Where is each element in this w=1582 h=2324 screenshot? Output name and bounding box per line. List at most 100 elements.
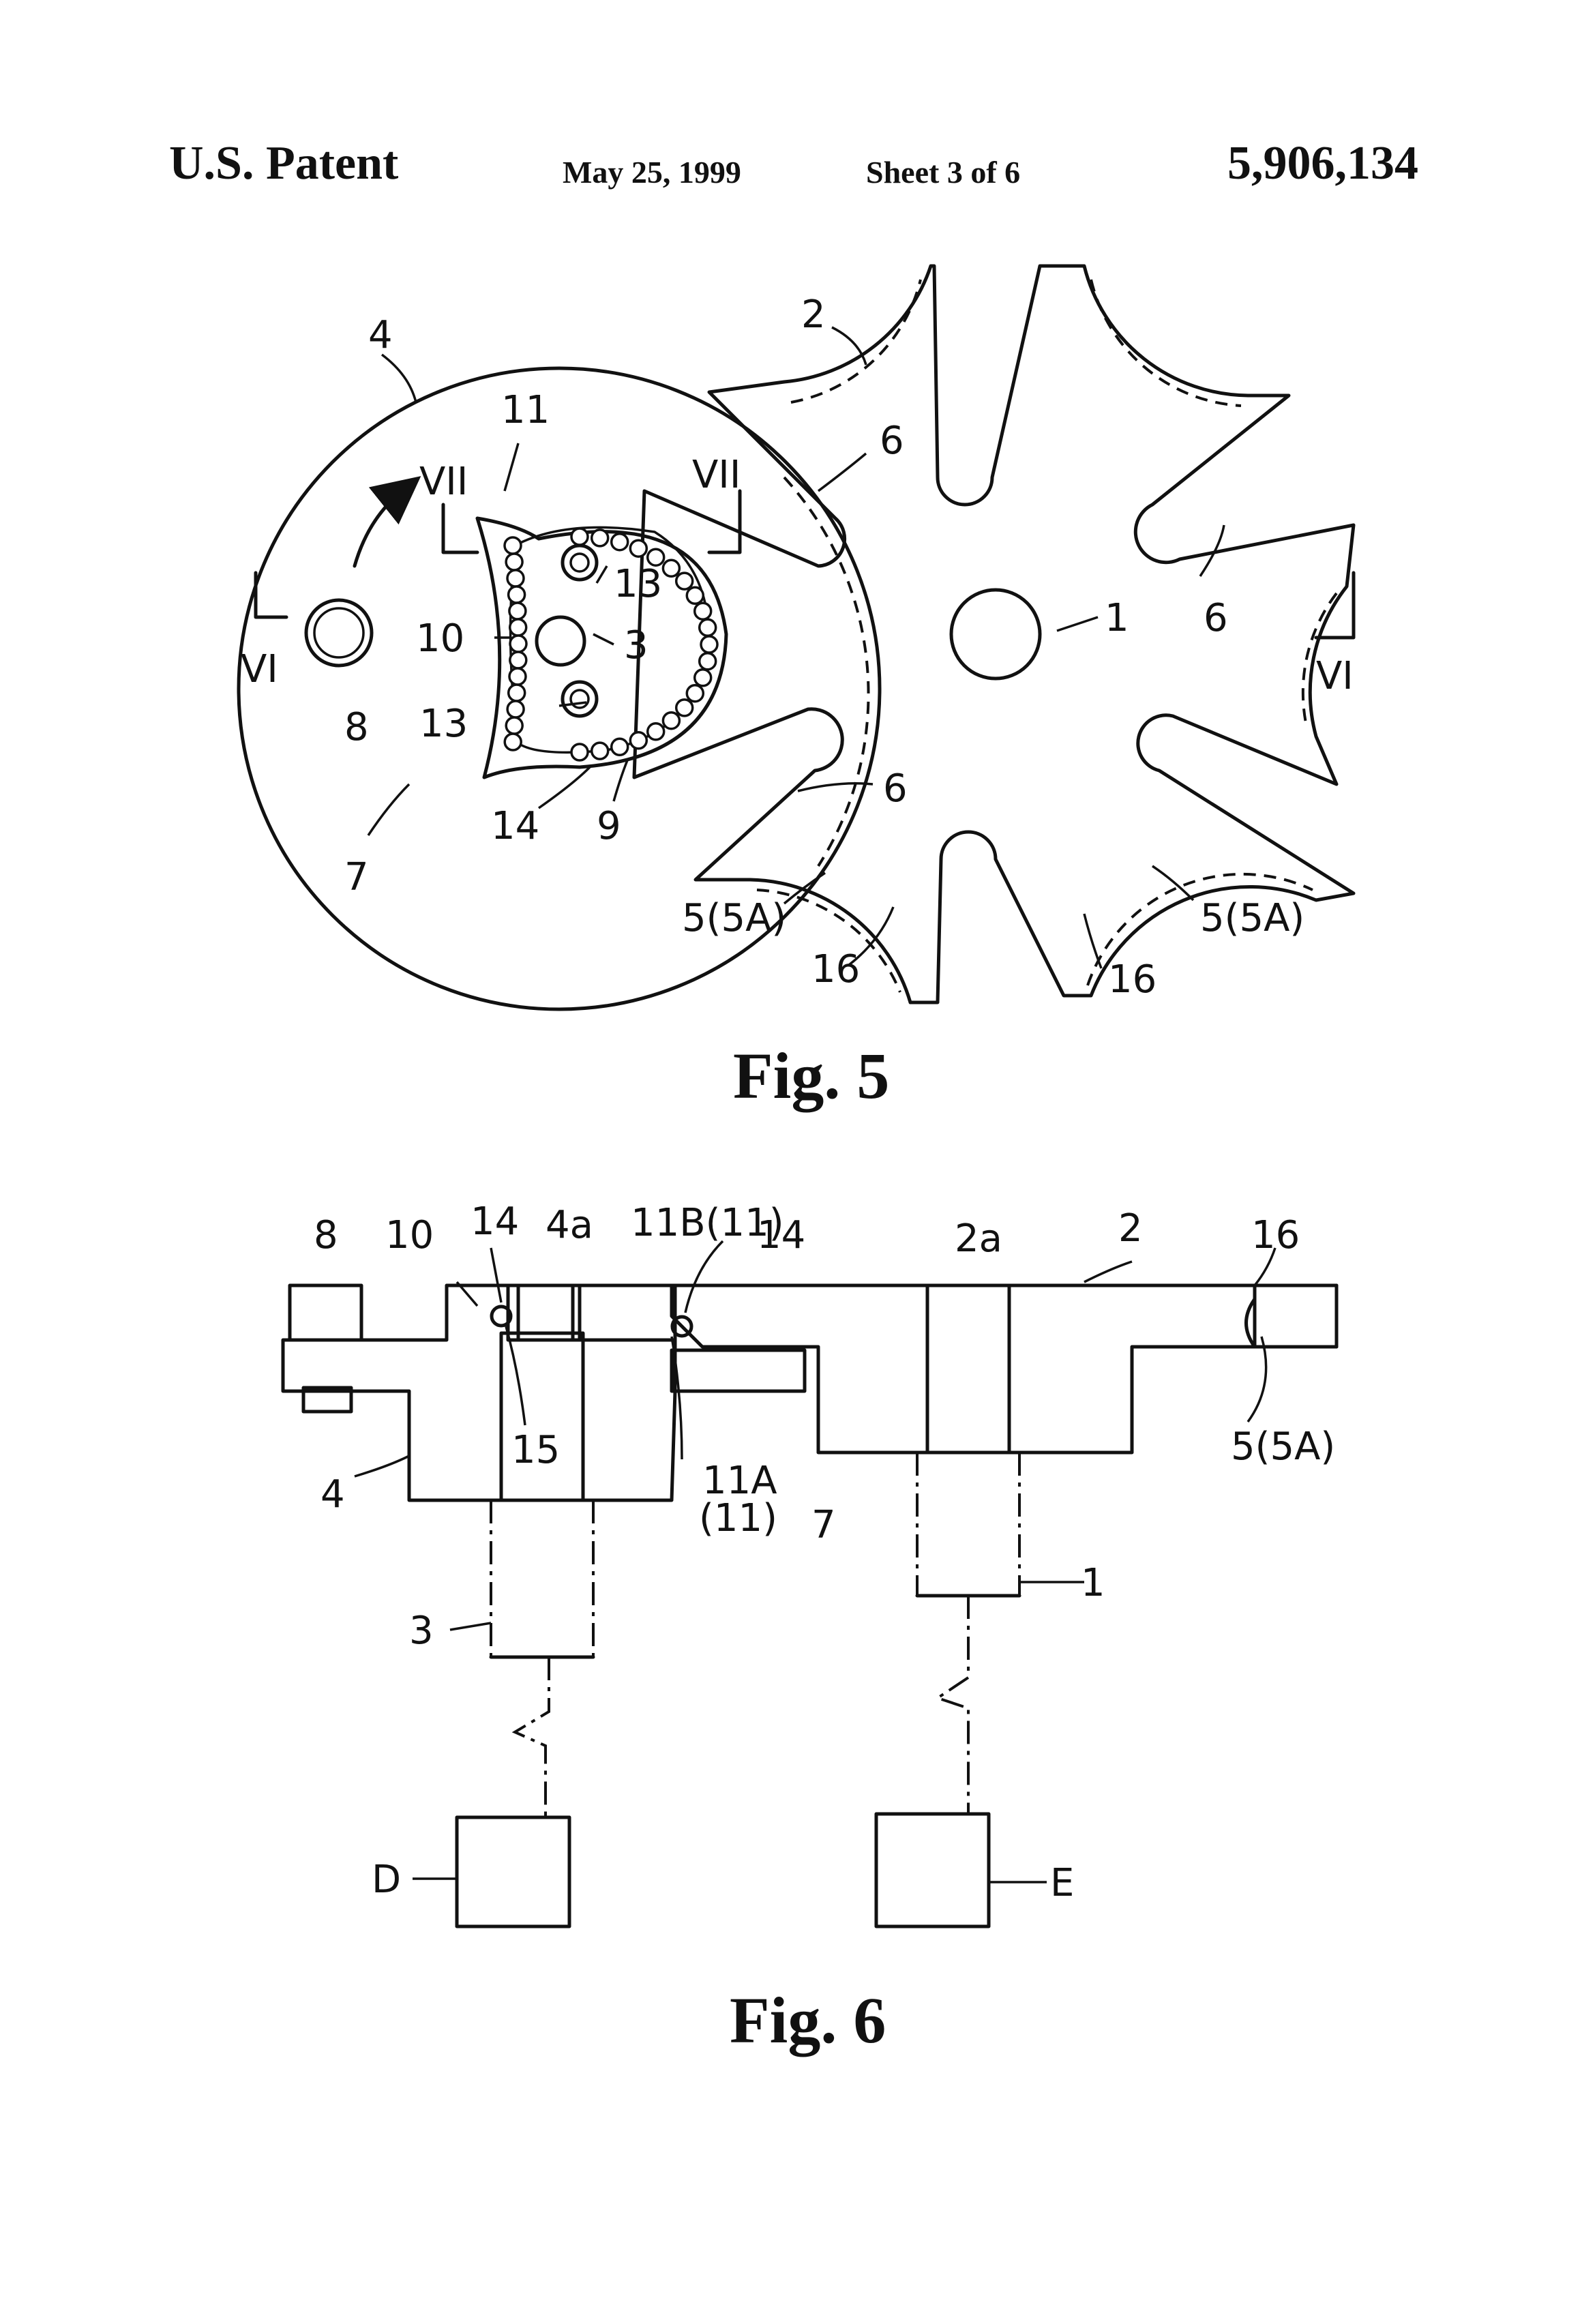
fig6-label-5: 5(5A) bbox=[1231, 1425, 1335, 1469]
star-wheel-2 bbox=[634, 266, 1354, 1002]
fig6-label-d: D bbox=[372, 1858, 401, 1902]
ball-14 bbox=[571, 744, 588, 760]
fig6-label-8: 8 bbox=[314, 1213, 338, 1257]
fig5-label-vii-right: VII bbox=[692, 453, 741, 497]
ball-14 bbox=[506, 554, 522, 570]
fig5-drawing bbox=[239, 266, 1354, 1009]
fig5-label-10: 10 bbox=[416, 616, 464, 661]
section-vii-left-marker bbox=[443, 505, 477, 552]
ball-14 bbox=[700, 653, 716, 670]
ball-14 bbox=[510, 652, 526, 668]
ball-14 bbox=[687, 587, 703, 604]
ball-14 bbox=[505, 537, 521, 554]
fig6-label-e: E bbox=[1050, 1861, 1074, 1905]
ball-14 bbox=[506, 717, 522, 734]
fig5-label-vii-left: VII bbox=[419, 460, 468, 504]
section-knob-8 bbox=[290, 1285, 361, 1340]
fig6-label-11a-paren: (11) bbox=[699, 1496, 777, 1540]
ball-14 bbox=[505, 734, 521, 750]
fig5-label-13-lower: 13 bbox=[419, 702, 468, 746]
fig5-label-16-right: 16 bbox=[1108, 957, 1156, 1002]
fig5-label-6-right: 6 bbox=[1204, 596, 1228, 640]
fig5-label-9: 9 bbox=[597, 804, 621, 848]
fig5-label-6-lower: 6 bbox=[883, 766, 908, 811]
fig5-label-11: 11 bbox=[501, 388, 550, 432]
fig5-label-vi-left: VI bbox=[241, 647, 278, 691]
fig5-caption: Fig. 5 bbox=[733, 1039, 889, 1112]
fig6-label-2: 2 bbox=[1118, 1206, 1143, 1251]
fig5-label-16-left: 16 bbox=[811, 947, 860, 992]
fig6-label-14-right: 14 bbox=[757, 1213, 805, 1257]
recess-5-dashed-topright bbox=[1091, 280, 1241, 406]
fig6-label-3: 3 bbox=[409, 1609, 434, 1653]
fig5-label-8: 8 bbox=[344, 705, 369, 749]
fig6-drawing bbox=[283, 1241, 1337, 1926]
fig6-label-14-left: 14 bbox=[471, 1200, 519, 1244]
ball-14 bbox=[630, 732, 646, 749]
fig5-label-3: 3 bbox=[624, 623, 648, 668]
fig6-label-1: 1 bbox=[1081, 1561, 1105, 1605]
fig5-label-4: 4 bbox=[368, 313, 393, 357]
ball-14 bbox=[695, 603, 711, 619]
ball-14 bbox=[507, 701, 524, 717]
fig6-label-4: 4 bbox=[320, 1472, 345, 1517]
fig6-label-15: 15 bbox=[511, 1428, 560, 1472]
fig6-caption: Fig. 6 bbox=[730, 1984, 886, 2057]
fig5-label-1: 1 bbox=[1105, 596, 1129, 640]
fig5-label-2: 2 bbox=[801, 293, 826, 337]
ball-14 bbox=[509, 668, 526, 685]
bolt-13-lower bbox=[563, 682, 597, 716]
shaft-3 bbox=[537, 617, 584, 665]
fig5-label-5-right: 5(5A) bbox=[1200, 896, 1304, 940]
ball-14 bbox=[509, 603, 526, 619]
ball-14 bbox=[509, 685, 525, 701]
motor-e bbox=[876, 1814, 989, 1926]
fig5-label-14: 14 bbox=[491, 804, 539, 848]
ball-14 bbox=[592, 530, 608, 546]
motor-d bbox=[457, 1817, 569, 1926]
fig5-label-vi-right: VI bbox=[1316, 654, 1354, 698]
ball-14 bbox=[701, 636, 717, 653]
ball-14 bbox=[507, 570, 524, 586]
ball-14 bbox=[663, 560, 679, 576]
fig6-label-16: 16 bbox=[1251, 1213, 1300, 1257]
section-shaft-1 bbox=[917, 1452, 1019, 1596]
drive-line-d bbox=[515, 1657, 549, 1817]
shaft-1 bbox=[951, 590, 1040, 679]
ball-14 bbox=[630, 540, 646, 556]
section-cam-11b bbox=[573, 1285, 675, 1340]
ball-14 bbox=[676, 573, 693, 589]
fig6-label-10: 10 bbox=[385, 1213, 434, 1257]
ball-14 bbox=[676, 700, 693, 716]
section-shaft-3 bbox=[491, 1500, 593, 1657]
ball-14 bbox=[695, 670, 711, 686]
section-bore-2a bbox=[927, 1285, 1009, 1452]
fig6-label-7: 7 bbox=[811, 1503, 836, 1547]
section-rim-16 bbox=[1255, 1285, 1337, 1347]
fig5-label-6-top: 6 bbox=[880, 419, 904, 463]
ball-14 bbox=[510, 619, 526, 636]
section-vi-left-marker bbox=[256, 573, 286, 617]
section-plate-7 bbox=[672, 1350, 805, 1391]
ball-14 bbox=[700, 619, 716, 636]
fig5-label-7: 7 bbox=[344, 855, 369, 899]
rotation-arrow bbox=[355, 491, 402, 566]
fig5-label-13-upper: 13 bbox=[614, 562, 662, 606]
fig5-label-5-left: 5(5A) bbox=[682, 896, 786, 940]
knob-8 bbox=[306, 600, 372, 666]
ball-14 bbox=[510, 636, 526, 652]
fig6-label-4a: 4a bbox=[546, 1203, 593, 1247]
ball-14 bbox=[648, 724, 664, 740]
ball-14 bbox=[687, 685, 703, 702]
drive-line-e bbox=[938, 1596, 968, 1814]
section-star-wheel-2 bbox=[603, 1285, 1337, 1452]
bolt-13-upper bbox=[563, 546, 597, 580]
ball-14 bbox=[663, 713, 679, 729]
fig6-label-2a: 2a bbox=[955, 1217, 1002, 1261]
ball-14 bbox=[571, 528, 588, 545]
section-disc-4 bbox=[283, 1285, 675, 1500]
ball-14 bbox=[509, 586, 525, 603]
ball-14 bbox=[612, 534, 628, 550]
ball-14 bbox=[612, 739, 628, 755]
